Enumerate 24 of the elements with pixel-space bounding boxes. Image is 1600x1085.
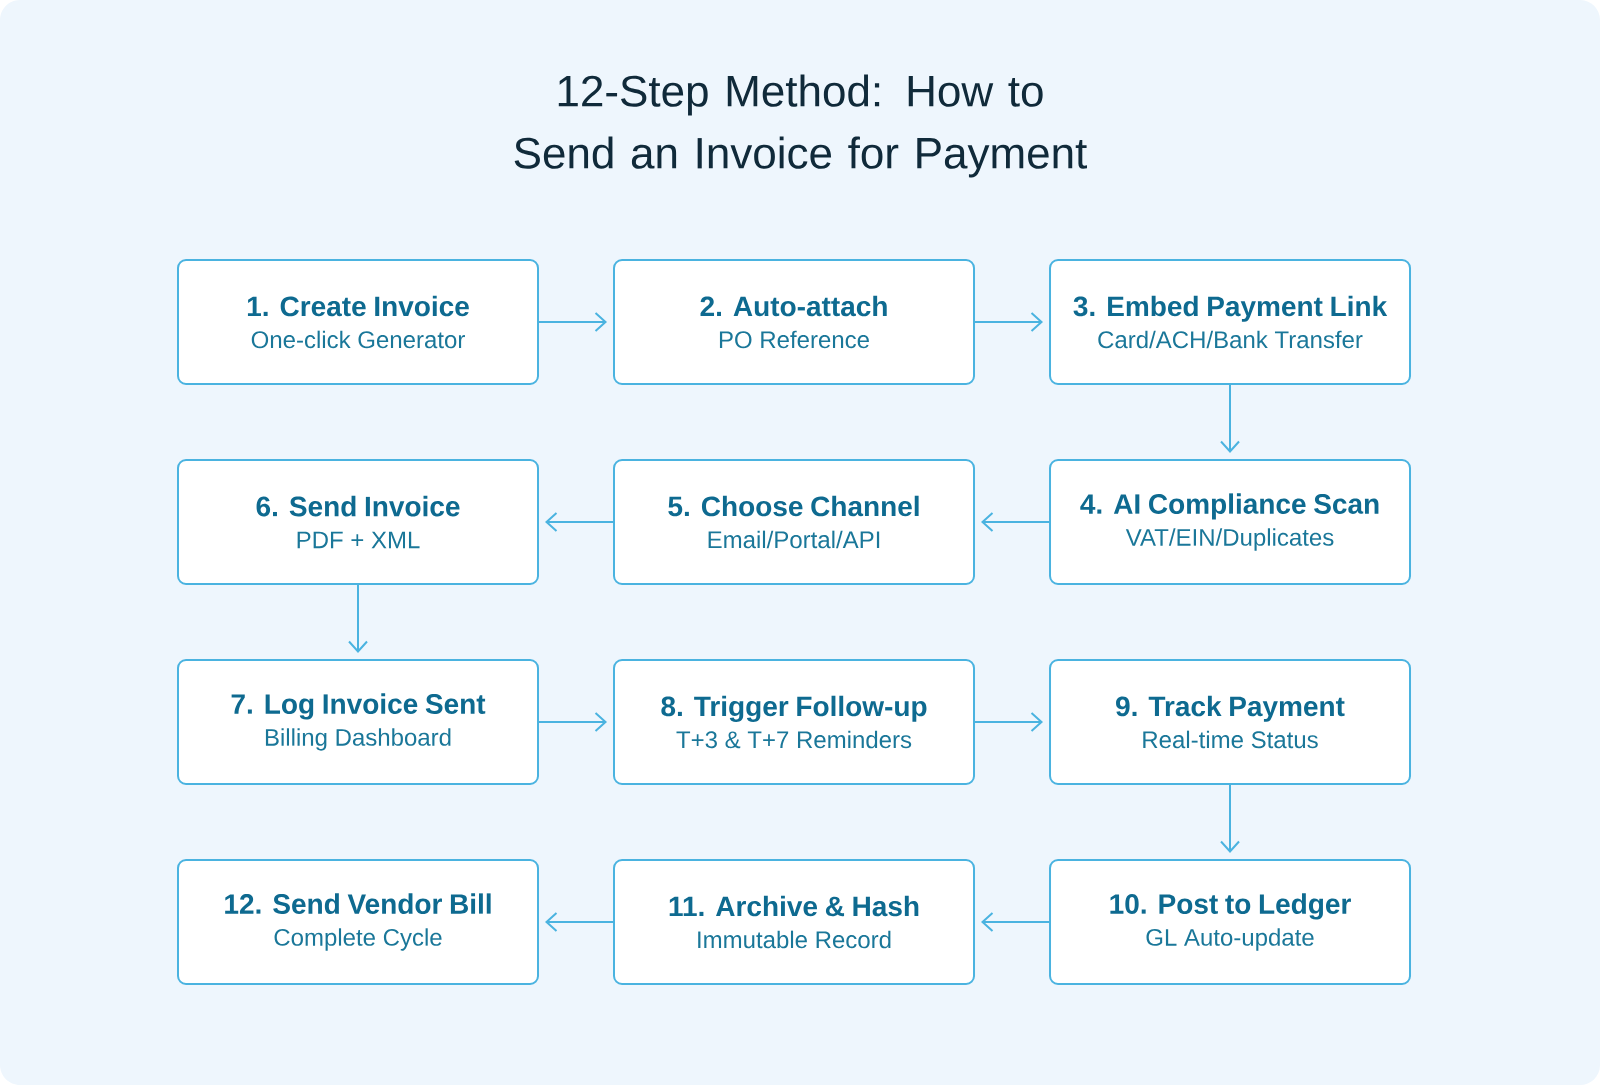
title: 12-Step Method: How to Send an Invoice for Payment [514,74,1087,178]
process-box: 5. Choose Channel Email/Portal/API [613,459,975,585]
process-box: 8. Trigger Follow-up T+3 & T+7 Reminders [613,659,975,785]
arrow [545,912,614,932]
arrow [538,312,607,332]
arrow [981,512,1050,532]
process-box: 9. Track Payment Real-time Status [1049,659,1411,785]
process-box: 4. AI Compliance Scan VAT/EIN/Duplicates [1049,459,1411,585]
process-box: 7. Log Invoice Sent Billing Dashboard [177,659,539,785]
process-box: 12. Send Vendor Bill Complete Cycle [177,859,539,985]
arrow [1220,784,1240,853]
arrow [538,712,607,732]
arrow [974,312,1043,332]
process-box: 11. Archive & Hash Immutable Record [613,859,975,985]
process-box: 10. Post to Ledger GL Auto-update [1049,859,1411,985]
arrow [974,712,1043,732]
arrow [545,512,614,532]
process-box: 6. Send Invoice PDF + XML [177,459,539,585]
arrow [981,912,1050,932]
process-box: 3. Embed Payment Link Card/ACH/Bank Transfer [1049,259,1411,385]
arrow [348,584,368,653]
arrow [1220,384,1240,453]
process-box: 2. Auto-attach PO Reference [613,259,975,385]
process-box: 1. Create Invoice One-click Generator [177,259,539,385]
